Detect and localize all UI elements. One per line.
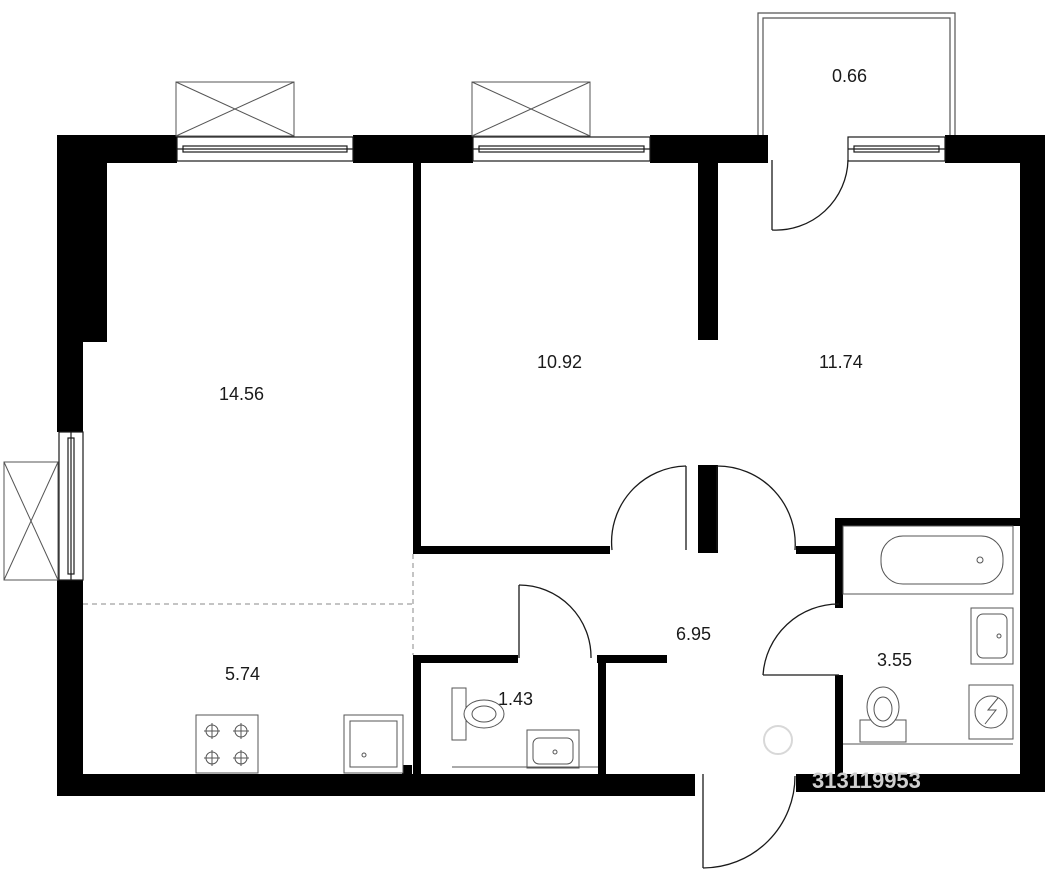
watermark-icon	[763, 725, 793, 755]
zone-dividers	[83, 554, 414, 655]
wall-top-mid-b	[650, 135, 768, 163]
area-kitchen: 5.74	[225, 664, 260, 684]
window-top-left	[176, 136, 354, 162]
wall-right	[1020, 135, 1045, 776]
wall-bottom-left	[57, 774, 402, 796]
doors	[518, 159, 849, 869]
ac-unit-left	[3, 461, 59, 581]
wall-toilet-left	[413, 655, 421, 775]
ac-unit-top-mid	[471, 81, 591, 137]
area-toilet: 1.43	[498, 689, 533, 709]
wall-top-mid-a	[353, 135, 473, 163]
kitchen-sink	[343, 714, 404, 774]
door-bedroom-mid	[610, 465, 687, 551]
wall-toilet-top-a	[413, 655, 518, 663]
wall-bedroom-divider-lower	[698, 465, 718, 553]
wall-bedroom-mid-left	[413, 160, 421, 553]
exterior-walls	[57, 135, 1045, 796]
area-balcony: 0.66	[832, 66, 867, 86]
balcony	[757, 12, 956, 135]
toilet-wc-bath	[843, 686, 1013, 745]
wall-bottom-right	[796, 774, 1045, 792]
wall-bath-top	[835, 518, 1025, 526]
watermark: 313119953	[763, 725, 921, 793]
area-living-room: 14.56	[219, 384, 264, 404]
toilet-wc-small	[451, 687, 505, 741]
wall-toilet-right	[598, 655, 606, 775]
area-bedroom-right: 11.74	[819, 352, 863, 372]
door-balcony	[771, 159, 849, 231]
bathroom-washbasin	[970, 607, 1014, 665]
window-top-mid	[472, 136, 651, 162]
wall-bottom-mid	[402, 774, 695, 796]
wall-bath-left-upper	[835, 518, 843, 608]
area-bedroom-middle: 10.92	[537, 352, 582, 372]
door-bathroom	[762, 603, 840, 676]
wall-top-right	[945, 135, 1025, 163]
windows	[58, 136, 946, 581]
ac-unit-top-left	[175, 81, 295, 137]
door-bedroom-right	[716, 465, 796, 551]
interior-walls	[402, 160, 1025, 777]
wall-bath-left-lower	[835, 675, 843, 775]
bathtub	[842, 525, 1014, 595]
door-toilet	[518, 584, 592, 659]
wall-bedroom-divider	[698, 160, 718, 340]
wall-toilet-top-b	[597, 655, 667, 663]
area-labels: 14.56 10.92 11.74 0.66 5.74 6.95 1.43 3.…	[219, 66, 912, 709]
wall-kitchen-stub	[402, 765, 412, 777]
wall-bedroom-mid-bottom	[413, 546, 610, 554]
area-bathroom: 3.55	[877, 650, 912, 670]
door-entrance	[702, 774, 796, 869]
wall-left-lower	[57, 580, 83, 796]
area-hallway: 6.95	[676, 624, 711, 644]
washing-machine	[968, 684, 1014, 740]
wall-right-bedroom-bottom	[796, 546, 836, 554]
ac-units	[3, 81, 591, 581]
watermark-text: 313119953	[812, 768, 921, 793]
window-top-right	[847, 136, 946, 162]
wall-left-upper	[57, 135, 107, 342]
wall-left-mid	[57, 340, 83, 432]
stove	[195, 714, 259, 774]
fixtures	[195, 525, 1014, 774]
washbasin-small	[452, 729, 598, 769]
window-left	[58, 431, 84, 581]
